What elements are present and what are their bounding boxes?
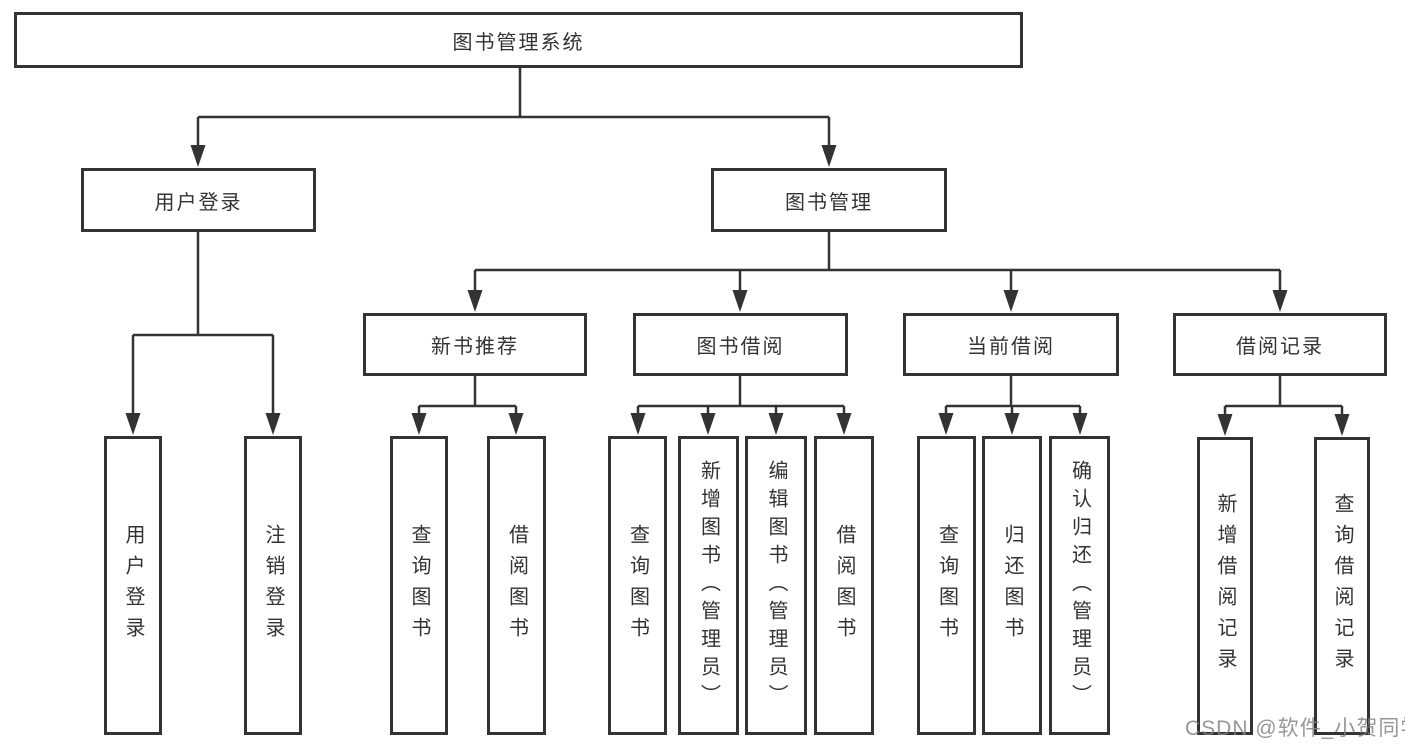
node-label: 图书管理 xyxy=(785,191,873,214)
connector-bookborrow-children xyxy=(636,376,846,418)
arrowheads xyxy=(125,145,1350,436)
node-leaf-query-book-2: 查询图书 xyxy=(608,436,667,735)
node-label: 确认归还（管理员） xyxy=(1068,459,1091,712)
node-root: 图书管理系统 xyxy=(14,12,1023,68)
node-label: 查询图书 xyxy=(935,523,958,648)
node-label: 借阅图书 xyxy=(833,523,855,648)
node-label: 用户登录 xyxy=(122,523,144,648)
node-book-borrow: 图书借阅 xyxy=(633,313,848,376)
node-label: 编辑图书（管理员） xyxy=(765,459,787,712)
node-label: 当前借阅 xyxy=(967,336,1055,358)
node-leaf-logout: 注销登录 xyxy=(244,436,302,735)
node-book-management: 图书管理 xyxy=(711,168,947,232)
node-label: 查询图书 xyxy=(626,523,649,648)
node-leaf-add-book-admin: 新增图书（管理员） xyxy=(678,436,739,735)
node-leaf-confirm-return-admin: 确认归还（管理员） xyxy=(1049,436,1110,735)
connector-bookmgmt-children xyxy=(473,232,1282,295)
connector-root-to-level2 xyxy=(196,68,831,150)
node-borrow-records: 借阅记录 xyxy=(1173,313,1387,376)
node-leaf-edit-book-admin: 编辑图书（管理员） xyxy=(745,436,807,735)
node-label: 新增图书（管理员） xyxy=(697,459,720,712)
connector-userlogin-children xyxy=(131,232,275,418)
node-leaf-new-borrow-record: 新增借阅记录 xyxy=(1197,437,1253,735)
node-label: 归还图书 xyxy=(1001,523,1023,648)
node-leaf-query-book-3: 查询图书 xyxy=(917,436,976,735)
node-label: 借阅图书 xyxy=(505,523,528,648)
node-label: 新增借阅记录 xyxy=(1214,493,1236,679)
node-current-borrow: 当前借阅 xyxy=(903,313,1119,376)
node-label: 用户登录 xyxy=(154,191,243,214)
node-leaf-return-book: 归还图书 xyxy=(982,436,1042,735)
node-label: 新书推荐 xyxy=(431,336,519,358)
node-label: 查询借阅记录 xyxy=(1331,493,1353,679)
node-label: 注销登录 xyxy=(262,523,284,648)
node-user-login: 用户登录 xyxy=(81,168,316,232)
csdn-watermark: CSDN @软件_小贺同学 xyxy=(1185,717,1405,740)
node-leaf-borrow-book-1: 借阅图书 xyxy=(487,436,546,735)
node-label: 图书借阅 xyxy=(696,336,785,358)
node-label: 查询图书 xyxy=(408,523,430,648)
node-leaf-user-login: 用户登录 xyxy=(104,436,162,735)
node-new-book-recommend: 新书推荐 xyxy=(363,313,587,376)
node-label: 借阅记录 xyxy=(1236,336,1324,358)
connector-newbookrec-children xyxy=(417,376,518,418)
connector-borrowrecords-children xyxy=(1223,376,1344,418)
connector-currentborrow-children xyxy=(944,376,1082,418)
node-leaf-borrow-book-2: 借阅图书 xyxy=(814,436,874,735)
node-label: 图书管理系统 xyxy=(452,31,585,54)
node-leaf-query-borrow-record: 查询借阅记录 xyxy=(1314,437,1370,735)
node-leaf-query-book-1: 查询图书 xyxy=(390,436,448,735)
